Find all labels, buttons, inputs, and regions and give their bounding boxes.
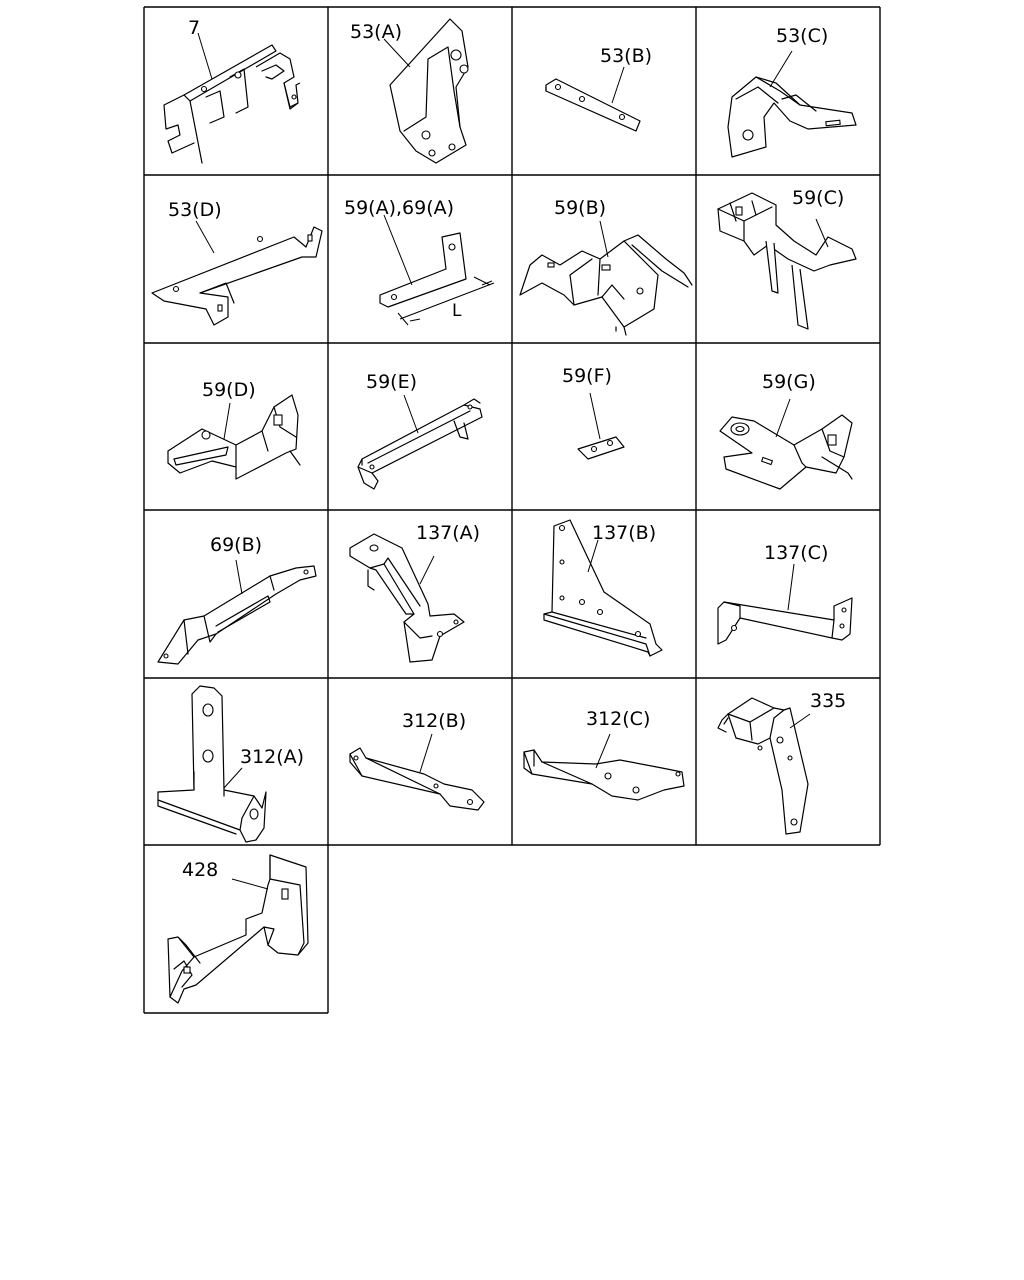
part-cell-69b: 69(B) bbox=[144, 510, 328, 678]
bracket-59e-drawing bbox=[357, 394, 483, 490]
bracket-137c-drawing bbox=[717, 563, 853, 645]
bracket-335-drawing bbox=[717, 697, 811, 835]
bracket-53a-drawing bbox=[383, 18, 469, 164]
part-label-137b: 137(B) bbox=[592, 522, 657, 544]
part-label-428: 428 bbox=[182, 859, 219, 881]
part-cell-7: 7 bbox=[144, 7, 328, 175]
part-cell-312c: 312(C) bbox=[512, 678, 696, 846]
part-label-312a: 312(A) bbox=[240, 746, 305, 768]
part-label-335: 335 bbox=[810, 690, 847, 712]
part-cell-137c: 137(C) bbox=[696, 510, 880, 678]
part-label-59d: 59(D) bbox=[202, 379, 256, 401]
part-cell-312a: 312(A) bbox=[144, 678, 328, 846]
part-cell-59c: 59(C) bbox=[696, 175, 880, 343]
part-cell-53d: 53(D) bbox=[144, 175, 328, 343]
part-cell-59b: 59(B) bbox=[512, 175, 696, 343]
bracket-59f-drawing bbox=[577, 392, 625, 460]
part-cell-53b: 53(B) bbox=[512, 7, 696, 175]
bracket-137b-drawing bbox=[543, 519, 663, 657]
dimension-label-l: L bbox=[452, 301, 462, 321]
part-cell-53a: 53(A) bbox=[328, 7, 512, 175]
part-label-53d: 53(D) bbox=[168, 199, 222, 221]
part-label-69b: 69(B) bbox=[210, 534, 263, 556]
part-cell-59e: 59(E) bbox=[328, 343, 512, 511]
bracket-59c-drawing bbox=[717, 192, 857, 330]
bracket-137a-drawing bbox=[349, 533, 465, 663]
bracket-53b-drawing bbox=[545, 66, 641, 132]
part-cell-59d: 59(D) bbox=[144, 343, 328, 511]
bracket-59b-drawing bbox=[519, 220, 693, 336]
bracket-312a-drawing bbox=[157, 685, 267, 843]
part-label-59b: 59(B) bbox=[554, 197, 607, 219]
part-label-59c: 59(C) bbox=[792, 187, 845, 209]
part-label-7: 7 bbox=[188, 17, 201, 39]
bracket-59a69a-drawing bbox=[379, 214, 495, 326]
part-cell-137b: 137(B) bbox=[512, 510, 696, 678]
bracket-59g-drawing bbox=[719, 398, 853, 490]
part-cell-59f: 59(F) bbox=[512, 343, 696, 511]
part-cell-59a69a: 59(A),69(A) L bbox=[328, 175, 512, 343]
bracket-53c-drawing bbox=[727, 50, 857, 158]
bracket-312b-drawing bbox=[349, 733, 485, 811]
part-label-59a69a: 59(A),69(A) bbox=[344, 197, 455, 219]
part-label-53b: 53(B) bbox=[600, 45, 653, 67]
part-label-59g: 59(G) bbox=[762, 371, 816, 393]
part-label-137c: 137(C) bbox=[764, 542, 829, 564]
part-label-59e: 59(E) bbox=[366, 371, 418, 393]
bracket-7-drawing bbox=[163, 32, 301, 164]
part-label-312b: 312(B) bbox=[402, 710, 467, 732]
part-label-53a: 53(A) bbox=[350, 21, 402, 43]
bracket-428-drawing bbox=[167, 854, 309, 1004]
part-label-312c: 312(C) bbox=[586, 708, 651, 730]
bracket-53d-drawing bbox=[151, 220, 323, 326]
part-cell-335: 335 bbox=[696, 678, 880, 846]
part-cell-137a: 137(A) bbox=[328, 510, 512, 678]
part-label-59f: 59(F) bbox=[562, 365, 612, 387]
part-label-53c: 53(C) bbox=[776, 25, 829, 47]
part-cell-312b: 312(B) bbox=[328, 678, 512, 846]
part-cell-428: 428 bbox=[144, 845, 328, 1013]
part-label-137a: 137(A) bbox=[416, 522, 481, 544]
bracket-59d-drawing bbox=[167, 394, 301, 480]
part-cell-59g: 59(G) bbox=[696, 343, 880, 511]
bracket-312c-drawing bbox=[523, 733, 685, 801]
part-cell-53c: 53(C) bbox=[696, 7, 880, 175]
bracket-69b-drawing bbox=[157, 559, 317, 665]
